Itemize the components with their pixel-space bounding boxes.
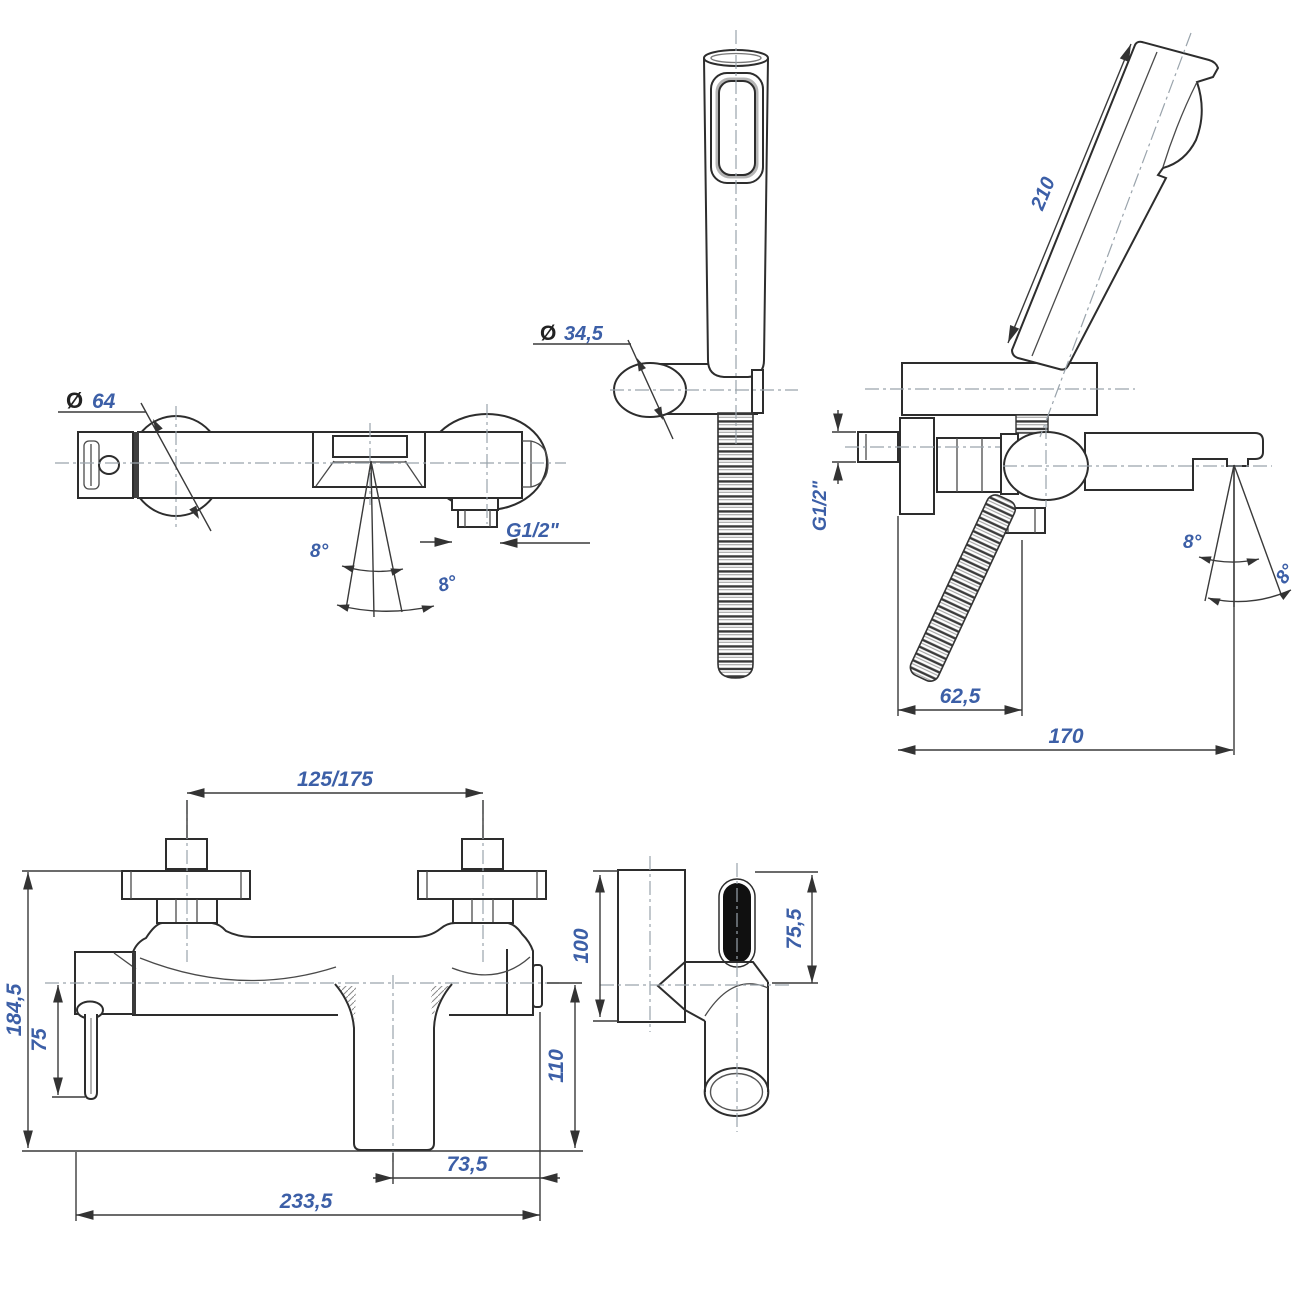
plan-angle-a-label: 8° — [310, 541, 329, 562]
side-view: 210 G1/2" 8° 8° 62,5 170 — [810, 32, 1300, 755]
front-spout — [334, 983, 453, 1151]
side-inlet-thread-label: G1/2" — [810, 480, 831, 531]
shower-hose-diagonal — [909, 494, 1017, 683]
handshower-spray-window — [718, 80, 756, 176]
profile-spout-axis-label: 75,5 — [783, 908, 806, 949]
side-spout — [1084, 432, 1264, 491]
plan-body-shadow-band — [131, 432, 139, 498]
plan-outlet-thread-label: G1/2" — [506, 520, 559, 542]
side-angle-b-label: 8° — [1272, 561, 1300, 588]
holder-diameter-symbol: Ø — [540, 322, 556, 345]
profile-body-height-label: 100 — [570, 928, 593, 963]
profile-body — [617, 869, 686, 1023]
plan-view: Ø 64 G1/2" 8° 8° — [55, 388, 590, 618]
holder-diameter-label: 34,5 — [564, 323, 604, 345]
profile-view: 100 75,5 — [570, 856, 818, 1132]
front-right-flange — [417, 870, 547, 900]
front-spout-height-label: 110 — [545, 1049, 568, 1083]
front-total-height-label: 184,5 — [3, 983, 26, 1036]
plan-outlet-stub — [457, 509, 498, 528]
plan-diameter-label: 64 — [92, 390, 116, 413]
plan-angle-b-label: 8° — [436, 572, 459, 597]
front-body — [132, 922, 534, 1016]
shower-hose-vertical — [717, 412, 754, 679]
front-lever-length-label: 75 — [28, 1028, 51, 1052]
front-side-stub — [532, 964, 543, 1008]
side-angle-a-label: 8° — [1183, 532, 1202, 553]
handshower-view: Ø 34,5 — [533, 30, 798, 679]
side-hose-offset-label: 62,5 — [940, 685, 981, 708]
side-reach-label: 170 — [1048, 725, 1083, 748]
front-wall-centers-label: 125/175 — [297, 768, 373, 791]
front-spout-offset-label: 73,5 — [447, 1153, 488, 1176]
plan-lever-block — [77, 431, 134, 499]
side-hex-nut — [936, 437, 1002, 493]
plan-lever-pin — [98, 455, 120, 475]
side-handshower-length-label: 210 — [1027, 174, 1060, 214]
plan-spout-top — [312, 431, 426, 488]
front-total-width-label: 233,5 — [279, 1190, 333, 1213]
plan-diameter-symbol: Ø — [66, 388, 83, 413]
side-wall-plate — [899, 417, 935, 515]
front-left-flange — [121, 870, 251, 900]
front-view: 125/175 184,5 75 110 73,5 233,5 — [3, 768, 583, 1221]
